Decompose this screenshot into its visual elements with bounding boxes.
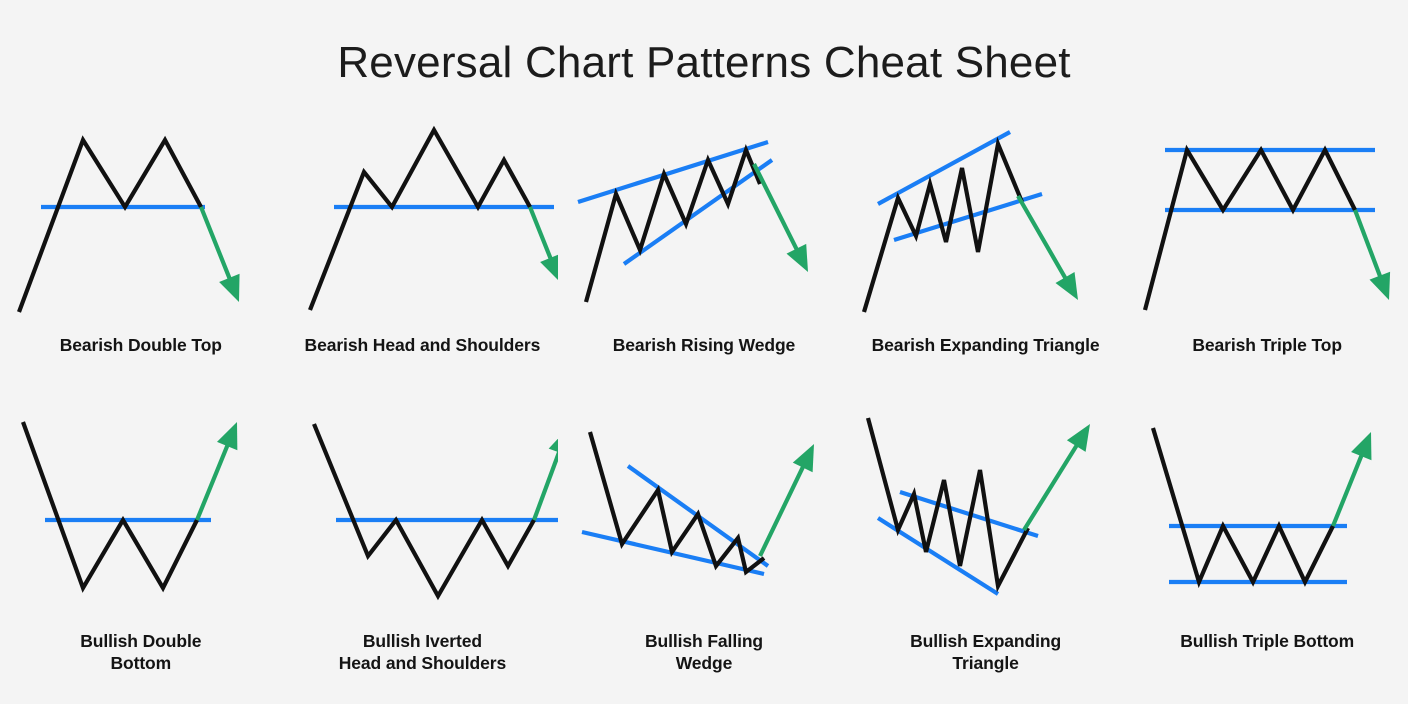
breakout-arrow-shaft	[198, 206, 233, 283]
price-polyline	[1143, 144, 1358, 311]
pattern-diagram-bullish-double-bottom	[20, 421, 238, 593]
price-polyline	[587, 431, 766, 576]
breakout-arrow-head-icon	[218, 273, 240, 302]
pattern-label-bearish-head-and-shoulders: Bearish Head and Shoulders	[304, 335, 541, 355]
breakout-arrow-shaft	[758, 462, 807, 557]
pattern-card-bearish-triple-top: Bearish Triple Top	[1126, 112, 1408, 408]
breakout-arrow-head-icon	[216, 422, 238, 451]
pattern-grid: Bearish Double Top Bearish Head and Shoul…	[0, 112, 1408, 704]
pattern-label-bearish-expanding-triangle: Bearish Expanding Triangle	[871, 335, 1100, 355]
pattern-card-bullish-iverted-head-and-shoulders: Bullish Iverted Head and Shoulders	[282, 408, 564, 704]
price-polyline	[308, 125, 533, 311]
breakout-arrow-head-icon	[1369, 271, 1391, 300]
pattern-diagram-bullish-falling-wedge	[581, 431, 814, 577]
price-polyline	[861, 136, 1024, 313]
pattern-card-bearish-rising-wedge: Bearish Rising Wedge	[563, 112, 845, 408]
bearish-row: Bearish Double Top Bearish Head and Shoul…	[0, 112, 1408, 408]
price-polyline	[16, 135, 203, 313]
breakout-arrow-head-icon	[549, 438, 559, 453]
pattern-label-bullish-double-bottom: Bullish Double Bottom	[80, 631, 202, 674]
pattern-card-bullish-double-bottom: Bullish Double Bottom	[0, 408, 282, 704]
pattern-label-bearish-triple-top: Bearish Triple Top	[1192, 335, 1342, 355]
breakout-arrow-shaft	[532, 449, 559, 521]
breakout-arrow-shaft	[1015, 194, 1069, 282]
breakout-arrow-head-icon	[540, 254, 559, 280]
breakout-arrow-shaft	[1331, 451, 1365, 527]
pattern-label-bullish-expanding-triangle: Bullish Expanding Triangle	[910, 631, 1062, 674]
pattern-card-bearish-head-and-shoulders: Bearish Head and Shoulders	[282, 112, 564, 408]
pattern-diagram-bearish-rising-wedge	[577, 139, 808, 303]
breakout-arrow-head-icon	[1066, 424, 1090, 452]
pattern-diagram-bullish-expanding-triangle	[865, 417, 1090, 596]
pattern-diagram-bullish-iverted-head-and-shoulders	[312, 423, 559, 601]
pattern-label-bearish-rising-wedge: Bearish Rising Wedge	[612, 335, 796, 355]
pattern-label-bullish-falling-wedge: Bullish Falling Wedge	[644, 631, 764, 674]
pattern-label-bullish-iverted-head-and-shoulders: Bullish Iverted Head and Shoulders	[338, 631, 507, 674]
pattern-card-bullish-expanding-triangle: Bullish Expanding Triangle	[845, 408, 1127, 704]
bullish-row: Bullish Double Bottom Bullish Iverted Hea…	[0, 408, 1408, 704]
price-polyline	[1151, 427, 1336, 589]
pattern-card-bearish-expanding-triangle: Bearish Expanding Triangle	[845, 112, 1127, 408]
pattern-card-bullish-falling-wedge: Bullish Falling Wedge	[563, 408, 845, 704]
breakout-arrow-shaft	[752, 163, 801, 254]
pattern-card-bearish-double-top: Bearish Double Top	[0, 112, 282, 408]
price-polyline	[583, 143, 762, 303]
breakout-arrow-shaft	[1353, 209, 1384, 281]
price-polyline	[20, 421, 199, 593]
trendline-1	[577, 139, 769, 205]
pattern-diagram-bearish-head-and-shoulders	[308, 125, 559, 311]
breakout-arrow-shaft	[194, 441, 231, 521]
pattern-diagram-bullish-triple-bottom	[1151, 427, 1372, 589]
trendline-2	[622, 158, 774, 266]
pattern-diagram-bearish-triple-top	[1143, 144, 1391, 311]
pattern-label-bearish-double-top: Bearish Double Top	[59, 335, 222, 355]
pattern-label-bullish-triple-bottom: Bullish Triple Bottom	[1180, 631, 1355, 651]
breakout-arrow-shaft	[528, 206, 555, 263]
trendline-1	[876, 130, 1011, 206]
pattern-diagram-bearish-expanding-triangle	[861, 130, 1078, 313]
page-title: Reversal Chart Patterns Cheat Sheet	[337, 38, 1071, 87]
pattern-diagram-bearish-double-top	[16, 135, 240, 313]
breakout-arrow-head-icon	[1351, 432, 1372, 461]
pattern-card-bullish-triple-bottom: Bullish Triple Bottom	[1126, 408, 1408, 704]
breakout-arrow-head-icon	[792, 444, 814, 473]
price-polyline	[312, 423, 537, 601]
breakout-arrow-head-icon	[1055, 271, 1078, 300]
breakout-arrow-shaft	[1021, 441, 1080, 532]
breakout-arrow-head-icon	[786, 243, 808, 272]
price-polyline	[865, 417, 1030, 593]
